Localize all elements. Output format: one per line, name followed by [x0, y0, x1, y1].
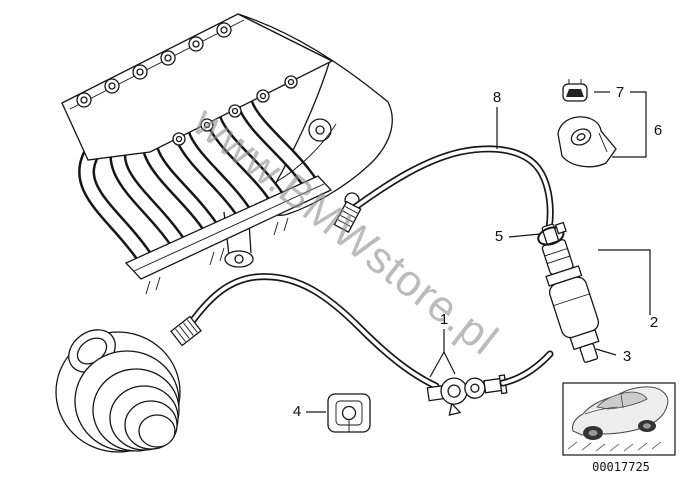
check-valve-part	[426, 374, 508, 416]
callout-3-label[interactable]: 3	[623, 348, 631, 365]
callout-8[interactable]: 8	[493, 89, 501, 149]
vacuum-hose-1	[170, 273, 440, 390]
vacuum-hose-8	[333, 145, 554, 233]
callout-5-label[interactable]: 5	[495, 228, 503, 245]
diagram-number: 00017725	[592, 460, 650, 474]
bracket-part	[557, 116, 617, 168]
intake-boot-drawing	[55, 329, 181, 453]
callout-5[interactable]: 5	[495, 228, 541, 245]
callout-4-label[interactable]: 4	[293, 403, 301, 420]
manifold-bolts-top	[76, 22, 232, 108]
callout-6[interactable]: 6	[612, 91, 662, 158]
callout-1[interactable]: 1	[429, 311, 456, 378]
callout-1-leader-2	[443, 351, 456, 375]
callout-1-label[interactable]: 1	[440, 311, 448, 328]
callout-2[interactable]: 2	[598, 249, 658, 331]
callout-2-label[interactable]: 2	[650, 314, 658, 331]
spring-fitting-left	[170, 315, 202, 347]
car-sketch	[567, 386, 669, 452]
connecting-hose	[499, 350, 554, 387]
clip-part	[562, 79, 588, 102]
callout-6-bracket	[612, 91, 647, 158]
callout-7-label[interactable]: 7	[616, 84, 624, 101]
hose-clamp	[537, 221, 567, 246]
callout-2-bracket	[598, 249, 651, 315]
callout-8-label[interactable]: 8	[493, 89, 501, 106]
callout-5-leader	[508, 233, 541, 238]
callout-4[interactable]: 4	[293, 403, 326, 420]
grommet-part	[327, 393, 371, 433]
callout-3[interactable]: 3	[595, 348, 631, 365]
intake-manifold-drawing	[61, 13, 393, 295]
callout-6-label[interactable]: 6	[654, 122, 662, 139]
vehicle-thumbnail: 00017725	[562, 382, 676, 474]
vacuum-control-valve	[537, 221, 600, 363]
callout-7[interactable]: 7	[594, 84, 624, 101]
callout-3-leader	[595, 348, 617, 356]
spring-fitting-manifold	[333, 200, 362, 233]
manifold-bolts-mid	[172, 75, 298, 146]
